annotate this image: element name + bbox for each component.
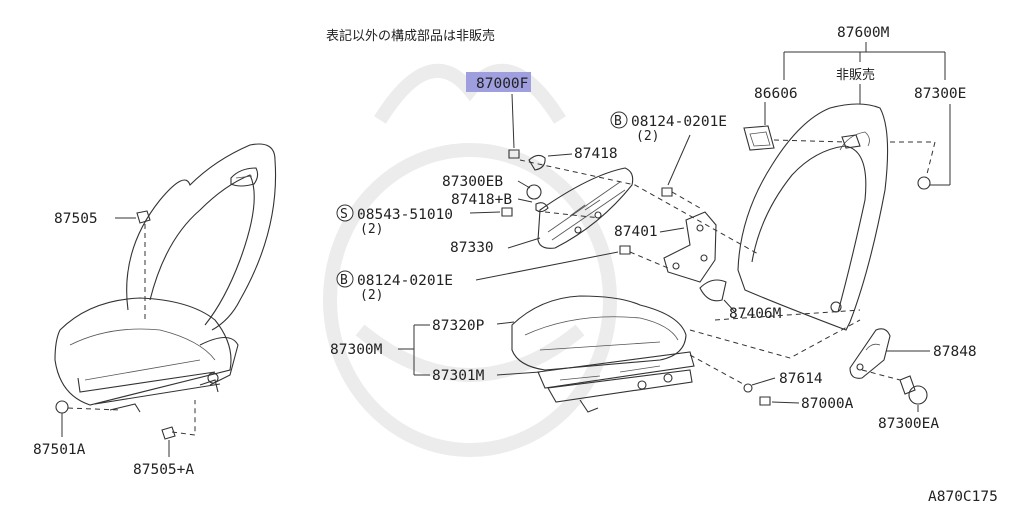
callout-08124-mid: B 08124-0201E (2) — [336, 245, 669, 303]
bracket-87401: 87401 — [614, 211, 717, 283]
svg-text:87401: 87401 — [614, 224, 658, 240]
callout-08543: S 08543-51010 (2) — [336, 204, 513, 237]
svg-text:86606: 86606 — [754, 86, 798, 102]
svg-text:87600M: 87600M — [837, 25, 890, 41]
callout-87000A: 87000A — [759, 396, 854, 412]
callout-87614: 87614 — [743, 371, 823, 393]
svg-text:87320P: 87320P — [432, 318, 485, 334]
left-full-seat-drawing — [54, 143, 277, 413]
svg-text:87418: 87418 — [574, 146, 618, 162]
label-87300EB[interactable]: 87300EB — [442, 174, 503, 190]
leader-87000F — [511, 93, 515, 149]
svg-text:87848: 87848 — [933, 344, 977, 360]
part-87418B — [535, 202, 549, 213]
svg-text:(2): (2) — [360, 222, 383, 237]
svg-text:87300E: 87300E — [914, 86, 966, 102]
notice-text: 表記以外の構成部品は非販売 — [326, 28, 495, 44]
knob-87300EA: 87300EA — [878, 375, 939, 432]
callout-87300E: 87300E — [890, 86, 966, 190]
highlight-87000F — [466, 72, 531, 92]
side-panel-87330 — [537, 167, 634, 249]
watermark-emblem — [323, 63, 617, 457]
callout-87505A: 87505+A — [133, 400, 196, 478]
svg-text:B: B — [614, 114, 622, 129]
svg-text:87406M: 87406M — [729, 306, 782, 322]
callout-08124-top: B 08124-0201E (2) — [610, 111, 727, 209]
callout-87501A: 87501A — [33, 400, 121, 458]
svg-text:(2): (2) — [636, 129, 659, 144]
lever-cover-87848: 87848 — [849, 328, 977, 381]
label-87000F[interactable]: 87000F — [476, 76, 528, 92]
svg-text:87300M: 87300M — [330, 342, 383, 358]
callout-87300M-group: 87300M 87320P 87301M — [330, 318, 541, 384]
callout-87505: 87505 — [54, 210, 151, 320]
svg-text:87501A: 87501A — [33, 442, 86, 458]
bolt-87000F — [508, 149, 520, 159]
svg-text:08124-0201E: 08124-0201E — [357, 273, 453, 289]
svg-text:87000A: 87000A — [801, 396, 854, 412]
svg-text:(2): (2) — [360, 288, 383, 303]
callout-87330: 87330 — [450, 237, 541, 256]
svg-text:87301M: 87301M — [432, 368, 485, 384]
svg-text:08543-51010: 08543-51010 — [357, 207, 453, 223]
figure-code: A870C175 — [928, 489, 998, 505]
cushion-frame-87300M — [511, 295, 861, 413]
svg-text:87505: 87505 — [54, 211, 98, 227]
backrest-87600M — [737, 103, 889, 331]
svg-text:B: B — [340, 273, 348, 288]
callout-87600M: 87600M 非販売 — [783, 25, 946, 104]
knob-87300EB — [526, 184, 542, 200]
svg-text:S: S — [340, 207, 348, 222]
callout-86606: 86606 — [743, 86, 846, 151]
callout-87418: 87418 — [528, 146, 618, 171]
svg-text:87330: 87330 — [450, 240, 494, 256]
svg-text:非販売: 非販売 — [836, 67, 875, 83]
svg-text:87614: 87614 — [779, 371, 823, 387]
label-87418B[interactable]: 87418+B — [451, 192, 512, 208]
svg-text:87505+A: 87505+A — [133, 462, 194, 478]
svg-text:87300EA: 87300EA — [878, 416, 939, 432]
svg-text:08124-0201E: 08124-0201E — [631, 114, 727, 130]
cover-87406M: 87406M — [699, 279, 782, 322]
